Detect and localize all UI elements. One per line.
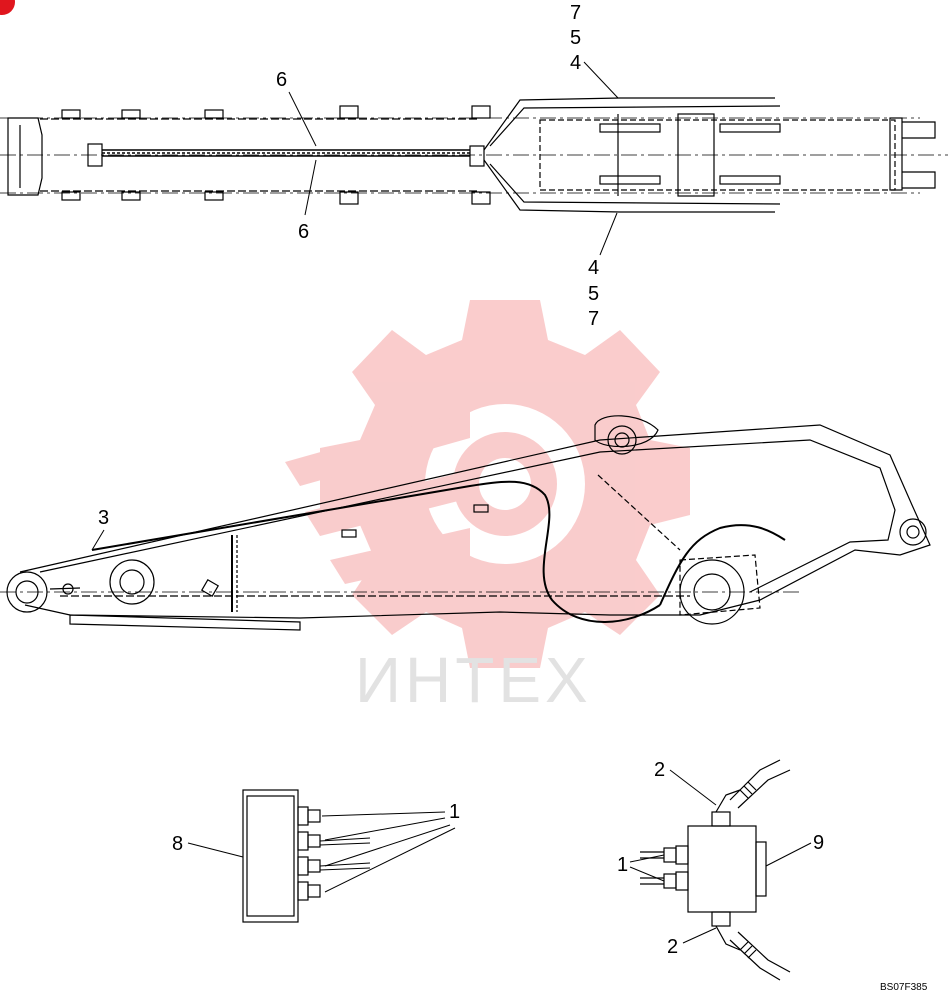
top-view-callouts: 7 5 4 6 6 4 5 7 [276, 2, 619, 330]
callout-1-left-leaders [321, 811, 456, 893]
corner-badge [0, 0, 15, 15]
callout-6-lower: 6 [298, 221, 309, 243]
callout-5-upper: 5 [570, 27, 581, 49]
callout-2-lower: 2 [667, 936, 678, 958]
callout-4-lower: 4 [588, 257, 599, 279]
drawing-code: BS07F385 [880, 982, 928, 993]
callout-2-upper: 2 [654, 759, 665, 781]
callout-1-right: 1 [617, 854, 628, 876]
callout-4-upper: 4 [570, 52, 581, 74]
callout-1-right-leaders [629, 854, 665, 882]
block-detail-right [640, 759, 791, 981]
callout-9: 9 [813, 832, 824, 854]
block-detail-left [242, 789, 371, 923]
callout-3: 3 [98, 507, 109, 529]
watermark-text: ИНТЕХ [355, 644, 592, 716]
watermark: ИНТЕХ [285, 300, 690, 716]
speed-lines [285, 410, 470, 584]
callout-8: 8 [172, 833, 183, 855]
boom-side-view [0, 415, 931, 631]
callout-7-lower: 7 [588, 308, 599, 330]
boom-top-view [0, 97, 948, 213]
callout-5-lower: 5 [588, 283, 599, 305]
callout-1-left: 1 [449, 801, 460, 823]
callout-6-upper: 6 [276, 69, 287, 91]
callout-7-upper: 7 [570, 2, 581, 24]
